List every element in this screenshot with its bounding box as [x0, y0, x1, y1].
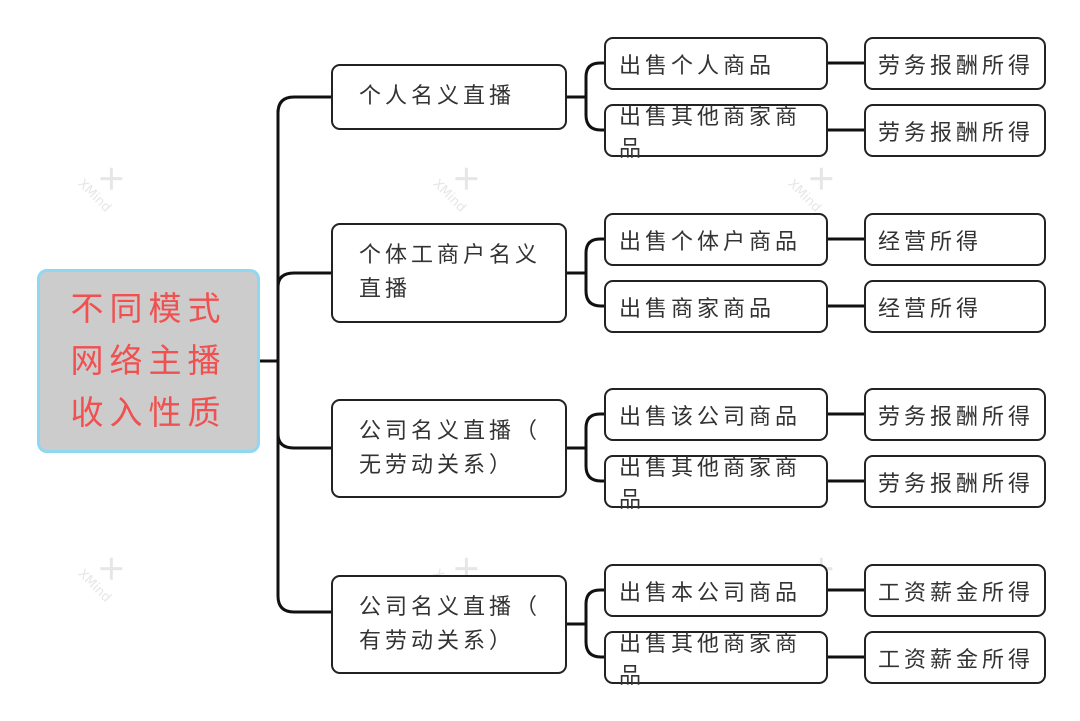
sale-node[interactable]: 出售其他商家商品 [604, 631, 828, 689]
income-label: 劳务报酬所得 [878, 404, 1035, 430]
income-node[interactable]: 经营所得 [864, 213, 1046, 266]
mode-label: 个人名义直播 [359, 80, 515, 114]
income-node[interactable]: 工资薪金所得 [864, 564, 1046, 617]
income-node[interactable]: 劳务报酬所得 [864, 104, 1046, 157]
income-node[interactable]: 劳务报酬所得 [864, 388, 1046, 441]
income-node[interactable]: 经营所得 [864, 280, 1046, 333]
mode-label: 个体工商户名义 直播 [359, 239, 541, 307]
income-label: 经营所得 [878, 296, 983, 322]
mode-label: 公司名义直播（ 无劳动关系） [359, 415, 541, 483]
mode-label-line: 公司名义直播（ [359, 418, 542, 444]
connector-mode-3 [276, 432, 333, 450]
mode-node-individual-business[interactable]: 个体工商户名义 直播 [331, 223, 567, 323]
connector-mode-1 [276, 95, 333, 115]
connector-sales-3-branch [584, 412, 606, 483]
mode-label: 公司名义直播（ 有劳动关系） [359, 591, 541, 659]
mode-node-personal[interactable]: 个人名义直播 [331, 64, 567, 130]
connector-mode-2 [276, 271, 333, 289]
mode-label-line: 个人名义直播 [359, 84, 516, 109]
sale-node[interactable]: 出售个体户商品 [604, 213, 828, 266]
sale-node[interactable]: 出售个人商品 [604, 37, 828, 90]
sale-node[interactable]: 出售其他商家商品 [604, 104, 828, 162]
sale-label: 出售其他商家商品 [619, 455, 802, 513]
root-label-line: 网络主播 [70, 341, 227, 380]
sale-node[interactable]: 出售其他商家商品 [604, 455, 828, 513]
income-node[interactable]: 劳务报酬所得 [864, 37, 1046, 90]
sale-node[interactable]: 出售该公司商品 [604, 388, 828, 441]
mode-label-line: 公司名义直播（ [359, 594, 542, 620]
income-node[interactable]: 工资薪金所得 [864, 631, 1046, 684]
sale-label: 出售个人商品 [619, 53, 776, 79]
sale-label: 出售本公司商品 [619, 580, 802, 606]
connector-sales-4-branch [584, 588, 606, 659]
connector-trunk [276, 109, 333, 614]
sale-node[interactable]: 出售商家商品 [604, 280, 828, 333]
income-label: 劳务报酬所得 [878, 471, 1035, 497]
income-label: 劳务报酬所得 [878, 120, 1035, 146]
mode-label-line: 个体工商户名义 [359, 243, 542, 268]
mode-label-line: 无劳动关系） [359, 452, 516, 478]
income-label: 工资薪金所得 [878, 580, 1035, 606]
root-label-line: 不同模式 [70, 289, 227, 328]
sale-label: 出售商家商品 [619, 296, 776, 322]
connector-sales-1-branch [584, 61, 606, 132]
connector-sales-2-branch [584, 237, 606, 308]
mode-node-company-no-labor[interactable]: 公司名义直播（ 无劳动关系） [331, 399, 567, 498]
mode-label-line: 直播 [359, 277, 412, 302]
root-label: 不同模式 网络主播 收入性质 [71, 283, 227, 439]
sale-label: 出售其他商家商品 [619, 104, 802, 162]
sale-node[interactable]: 出售本公司商品 [604, 564, 828, 617]
income-node[interactable]: 劳务报酬所得 [864, 455, 1046, 508]
sale-label: 出售该公司商品 [619, 404, 802, 430]
income-label: 工资薪金所得 [878, 647, 1035, 673]
sale-label: 出售个体户商品 [619, 229, 802, 255]
mode-label-line: 有劳动关系） [359, 628, 516, 654]
income-label: 劳务报酬所得 [878, 53, 1035, 79]
income-label: 经营所得 [878, 229, 983, 255]
mode-node-company-labor[interactable]: 公司名义直播（ 有劳动关系） [331, 575, 567, 674]
root-label-line: 收入性质 [70, 393, 227, 432]
root-node[interactable]: 不同模式 网络主播 收入性质 [37, 269, 260, 453]
sale-label: 出售其他商家商品 [619, 631, 802, 689]
